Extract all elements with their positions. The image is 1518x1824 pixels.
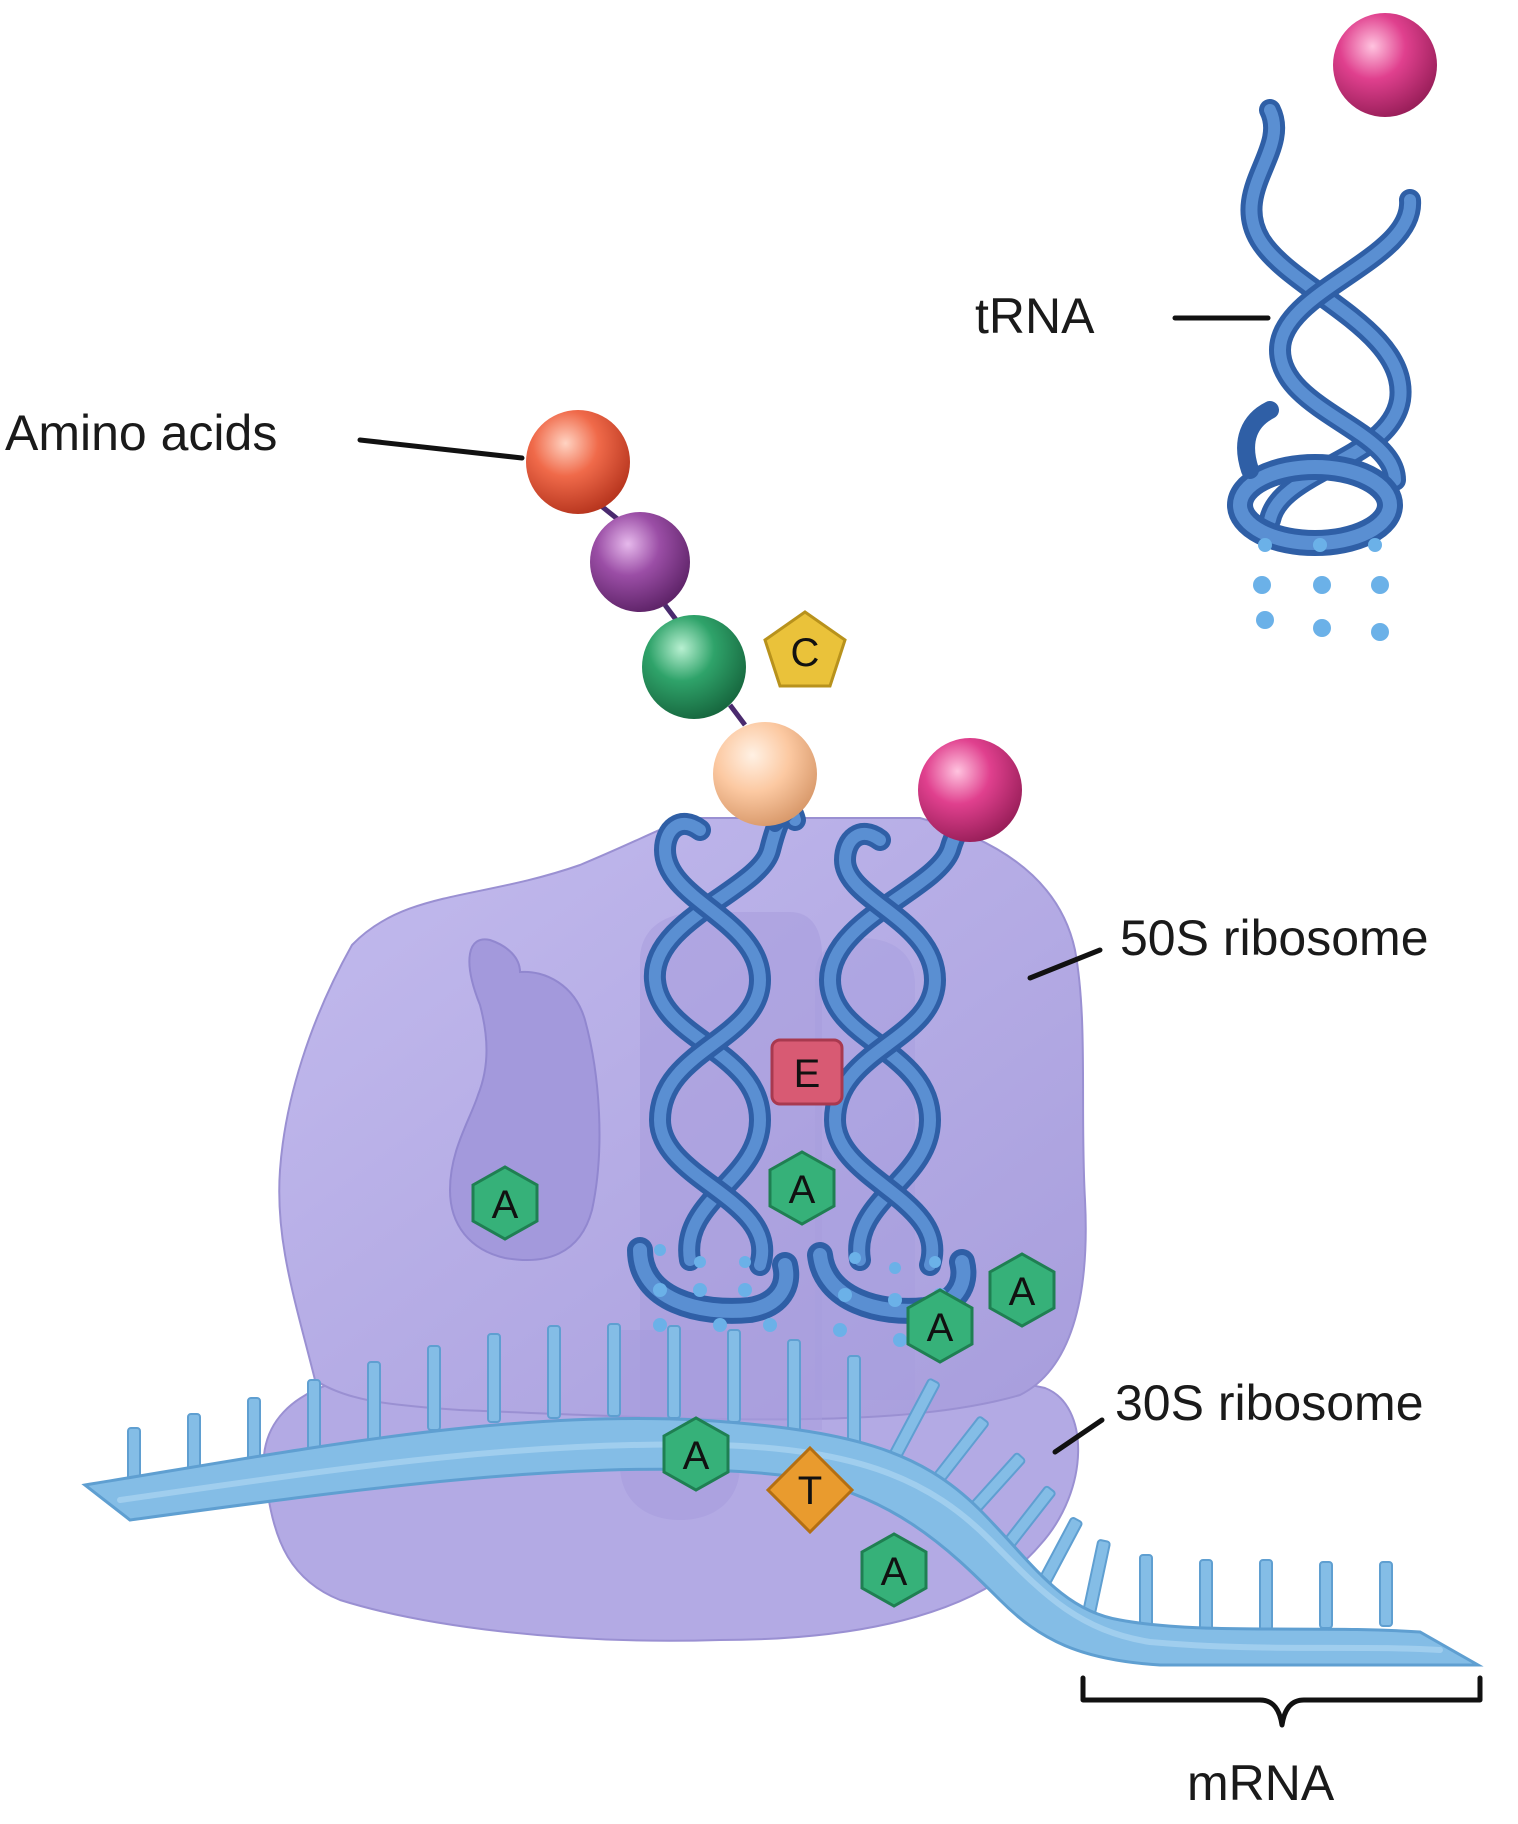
mrna-bracket (1080, 1675, 1483, 1728)
base-e-square: E (770, 1038, 844, 1106)
base-t-label: T (798, 1469, 822, 1513)
base-a-label-mrna-2: A (881, 1550, 908, 1594)
label-trna: tRNA (975, 288, 1095, 344)
base-a-hexagon-mrna-2: A (860, 1532, 928, 1608)
mrna-strand (81, 1323, 1484, 1667)
amino-acid-green (642, 615, 746, 719)
base-t-diamond: T (765, 1445, 855, 1535)
base-a-hexagon-mrna: A (662, 1416, 730, 1492)
base-c-label: C (791, 631, 820, 675)
ribosome-trna-left (627, 773, 806, 1324)
label-amino-acids: Amino acids (5, 405, 277, 461)
base-e-label: E (794, 1052, 821, 1096)
amino-acid-pink-ribosome (918, 738, 1022, 842)
base-a-hexagon-left: A (471, 1165, 539, 1241)
free-trna (1227, 99, 1421, 556)
leader-lines (357, 315, 1271, 1455)
base-a-hexagon-right-upper: A (988, 1252, 1056, 1328)
base-c-pentagon: C (763, 610, 847, 688)
label-30s-ribosome: 30S ribosome (1115, 1375, 1424, 1431)
amino-acid-red (526, 410, 630, 514)
amino-acid-pink-free (1333, 13, 1437, 117)
label-50s-ribosome: 50S ribosome (1120, 910, 1429, 966)
base-a-hexagon-center: A (768, 1150, 836, 1226)
base-a-label-mrna: A (683, 1434, 710, 1478)
label-mrna: mRNA (1187, 1755, 1335, 1811)
amino-acid-peach (713, 722, 817, 826)
base-a-label-right-upper: A (1009, 1270, 1036, 1314)
base-a-label-right-lower: A (927, 1306, 954, 1350)
free-trna-dots (1253, 538, 1389, 641)
base-a-hexagon-right-lower: A (906, 1288, 974, 1364)
amino-acid-purple (590, 512, 690, 612)
base-a-label-center: A (789, 1168, 816, 1212)
base-a-label-left: A (492, 1183, 519, 1227)
